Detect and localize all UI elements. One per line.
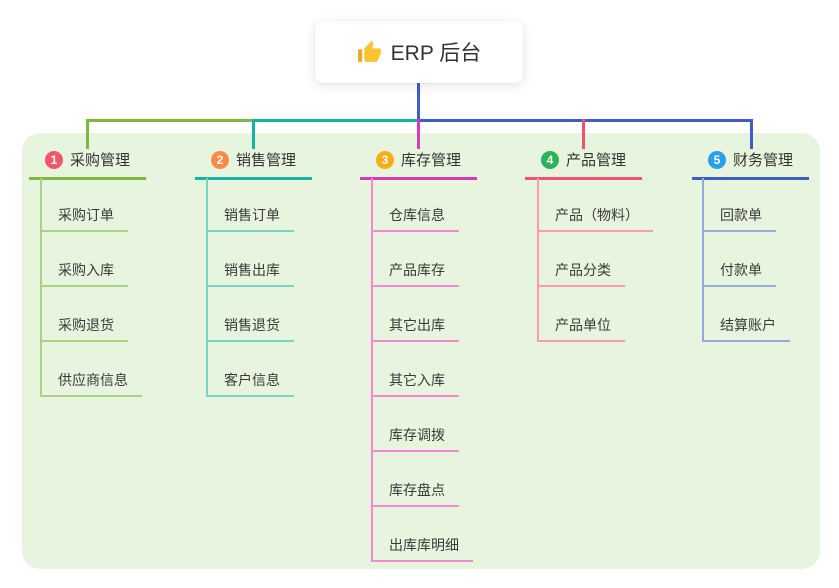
child-node[interactable]: 产品库存 xyxy=(371,261,459,287)
branch-drop-line xyxy=(417,119,420,149)
branch-node-sales[interactable]: 2 销售管理 xyxy=(195,149,312,180)
branch-number-badge: 2 xyxy=(210,150,229,169)
child-node[interactable]: 其它入库 xyxy=(371,371,459,397)
child-node[interactable]: 产品分类 xyxy=(537,261,625,287)
child-node[interactable]: 供应商信息 xyxy=(40,371,142,397)
branches-panel xyxy=(22,133,820,569)
child-node[interactable]: 付款单 xyxy=(702,261,776,287)
bus-line-segment-blue xyxy=(417,119,753,122)
branch-number-badge: 1 xyxy=(44,150,63,169)
branch-spine-line xyxy=(537,178,539,341)
branch-label: 财务管理 xyxy=(732,152,793,169)
branch-label: 库存管理 xyxy=(400,152,461,169)
child-node[interactable]: 出库库明细 xyxy=(371,536,473,562)
child-node[interactable]: 产品（物料） xyxy=(537,206,653,232)
child-node[interactable]: 销售订单 xyxy=(206,206,294,232)
branch-number-badge: 5 xyxy=(707,150,726,169)
child-node[interactable]: 采购入库 xyxy=(40,261,128,287)
branch-drop-line xyxy=(750,119,753,149)
child-node[interactable]: 库存调拨 xyxy=(371,426,459,452)
bus-line-segment-teal xyxy=(252,119,418,122)
thumbs-up-icon xyxy=(357,40,382,65)
branch-node-product[interactable]: 4 产品管理 xyxy=(525,149,642,180)
child-node[interactable]: 结算账户 xyxy=(702,316,790,342)
branch-drop-line xyxy=(86,119,89,149)
root-label: ERP 后台 xyxy=(390,42,482,65)
branch-drop-line xyxy=(252,119,255,149)
branch-spine-line xyxy=(40,178,42,396)
child-node[interactable]: 其它出库 xyxy=(371,316,459,342)
branch-label: 采购管理 xyxy=(69,152,130,169)
branch-drop-line xyxy=(582,119,585,149)
child-node[interactable]: 销售退货 xyxy=(206,316,294,342)
branch-number-badge: 3 xyxy=(375,150,394,169)
root-node[interactable]: ERP 后台 xyxy=(315,21,523,83)
child-node[interactable]: 库存盘点 xyxy=(371,481,459,507)
branch-node-purchase[interactable]: 1 采购管理 xyxy=(29,149,146,180)
branch-node-finance[interactable]: 5 财务管理 xyxy=(692,149,809,180)
child-node[interactable]: 销售出库 xyxy=(206,261,294,287)
branch-label: 产品管理 xyxy=(565,152,626,169)
child-node[interactable]: 回款单 xyxy=(702,206,776,232)
bus-line-segment-green xyxy=(86,119,253,122)
child-node[interactable]: 采购退货 xyxy=(40,316,128,342)
branch-spine-line xyxy=(206,178,208,396)
branch-spine-line xyxy=(371,178,373,561)
root-connector-line xyxy=(417,83,420,119)
branch-number-badge: 4 xyxy=(540,150,559,169)
child-node[interactable]: 仓库信息 xyxy=(371,206,459,232)
child-node[interactable]: 客户信息 xyxy=(206,371,294,397)
child-node[interactable]: 产品单位 xyxy=(537,316,625,342)
branch-node-inventory[interactable]: 3 库存管理 xyxy=(360,149,477,180)
child-node[interactable]: 采购订单 xyxy=(40,206,128,232)
branch-label: 销售管理 xyxy=(235,152,296,169)
branch-spine-line xyxy=(702,178,704,341)
